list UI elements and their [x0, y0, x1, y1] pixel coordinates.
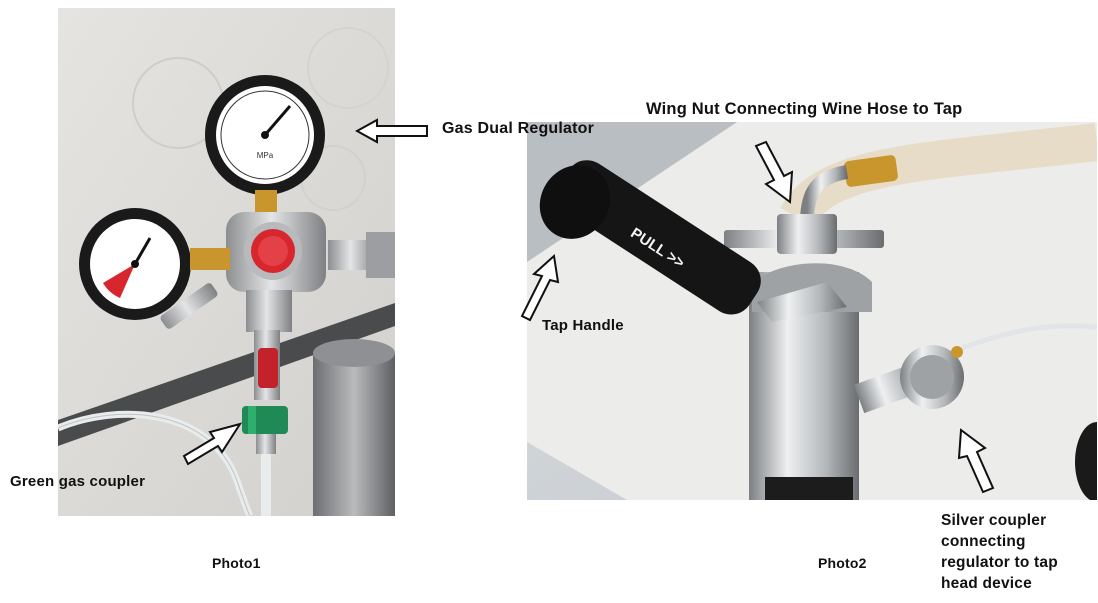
label-green-gas-coupler: Green gas coupler: [10, 473, 146, 490]
photo-1: MPa: [58, 8, 395, 516]
caption-photo-1: Photo1: [212, 555, 261, 571]
left-gauge: [79, 208, 191, 320]
arrow-green-coupler: [182, 422, 243, 466]
svg-text:MPa: MPa: [257, 151, 274, 160]
label-tap-handle: Tap Handle: [542, 317, 624, 334]
tap-head-photo: PULL >>: [527, 122, 1097, 500]
label-wing-nut: Wing Nut Connecting Wine Hose to Tap: [646, 100, 963, 118]
regulator-photo: MPa: [58, 8, 395, 516]
label-gas-dual-regulator: Gas Dual Regulator: [442, 120, 595, 137]
arrow-gas-regulator: [355, 118, 428, 144]
arrow-tap-handle: [520, 254, 560, 322]
top-gauge: MPa: [205, 75, 325, 195]
arrow-silver-coupler: [957, 428, 995, 494]
caption-photo-2: Photo2: [818, 555, 867, 571]
label-silver-coupler: Silver coupler connecting regulator to t…: [941, 512, 1058, 592]
arrow-wing-nut: [754, 140, 794, 204]
tap-handle: PULL >>: [539, 160, 761, 315]
photo-2: PULL >>: [527, 122, 1097, 500]
